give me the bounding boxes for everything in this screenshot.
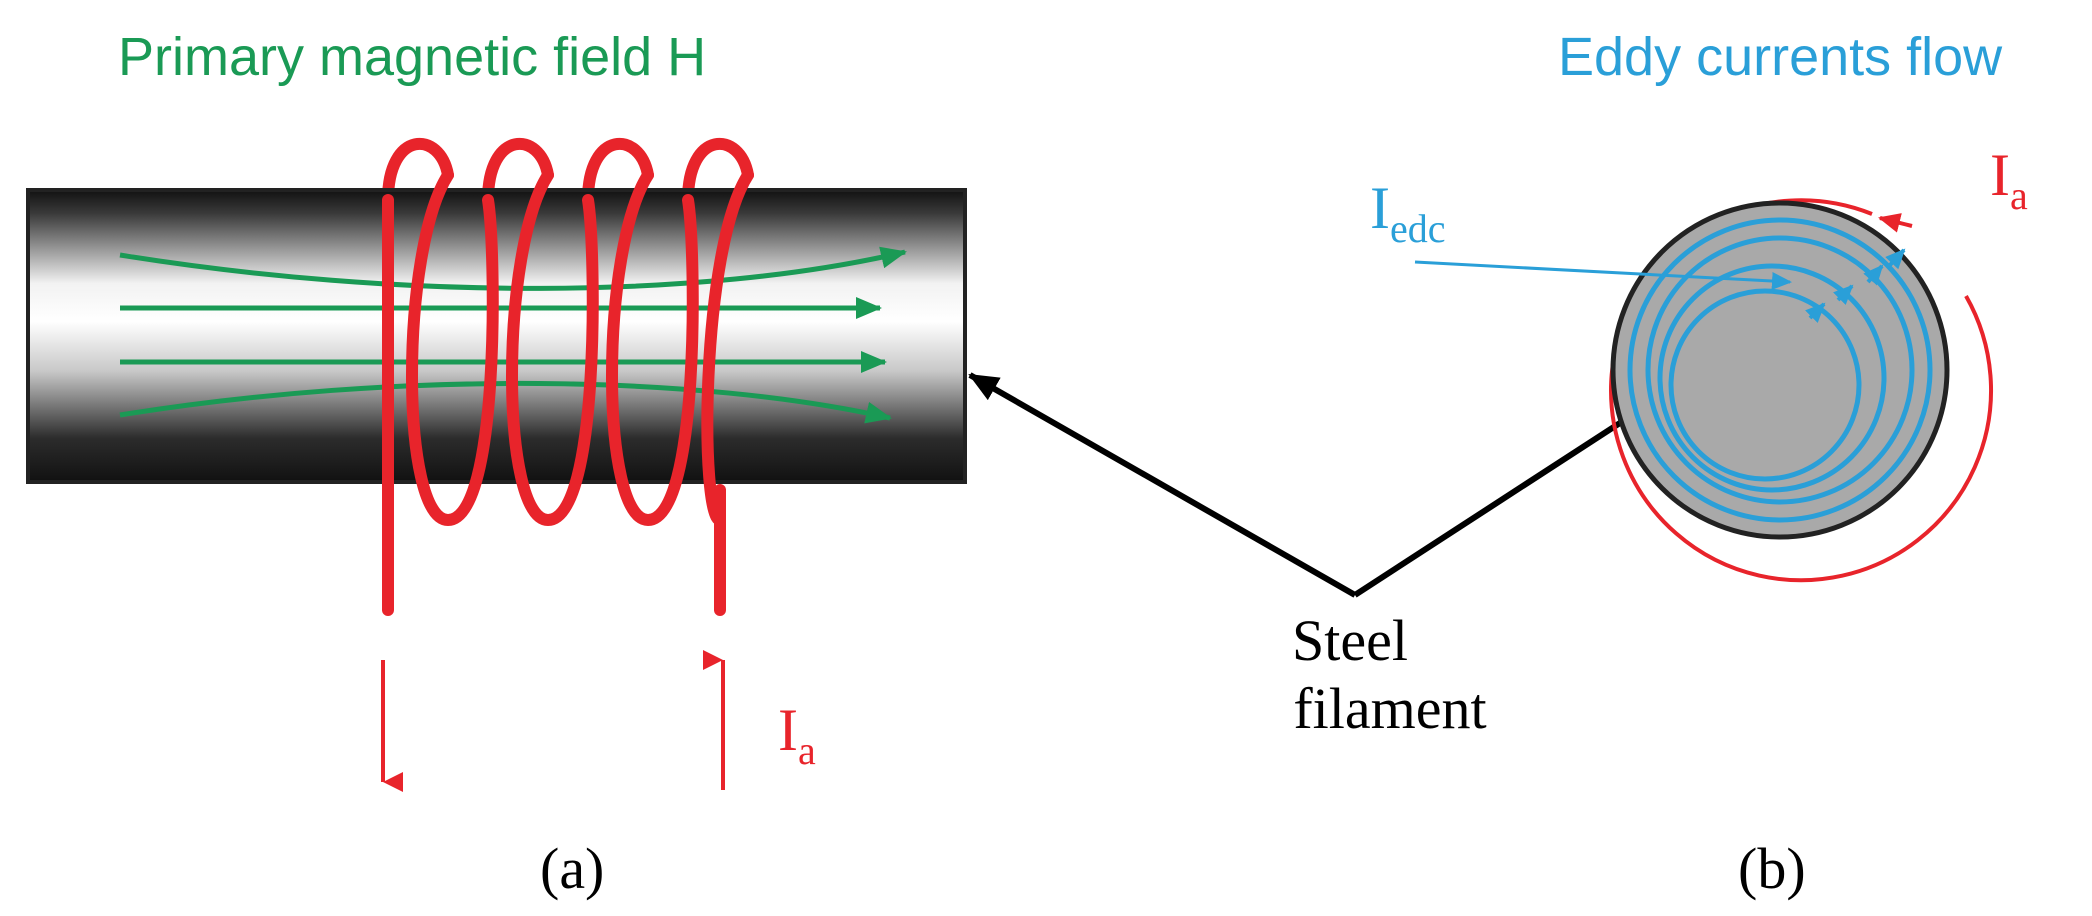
eddy-label-pointer [1414,260,1792,291]
panel-b-caption: (b) [1738,836,1806,901]
panel-a-current-label: Ia [778,697,816,773]
filament-label-line2: filament [1293,676,1486,741]
pointer-to-rod [968,372,1357,598]
panel-a: Primary magnetic field H [26,27,967,901]
coil-winding [382,169,754,616]
eddy-direction-arrows [1804,248,1906,324]
panel-b-current-label: Ia [1990,142,2028,218]
eddy-ring-4 [1668,288,1862,482]
eddy-ring-2 [1645,235,1915,505]
field-line-1 [119,246,907,291]
panel-a-caption: (a) [540,836,604,901]
filament-cross-section [1610,200,1950,540]
field-line-4 [119,380,892,424]
current-arrows [381,650,725,792]
eddy-ring-1 [1627,217,1933,523]
eddy-current-rings [1627,217,1933,523]
eddy-ring-3 [1657,263,1887,493]
filament-label-line1: Steel [1292,608,1408,673]
field-lines [119,246,907,424]
coil-back-turns [382,137,754,206]
panel-a-title: Primary magnetic field H [118,27,706,87]
panel-b: Eddy currents flow Iedc Ia (b) [1370,27,2028,901]
eddy-current-label: Iedc [1370,175,1446,251]
panel-b-title: Eddy currents flow [1558,27,2003,87]
